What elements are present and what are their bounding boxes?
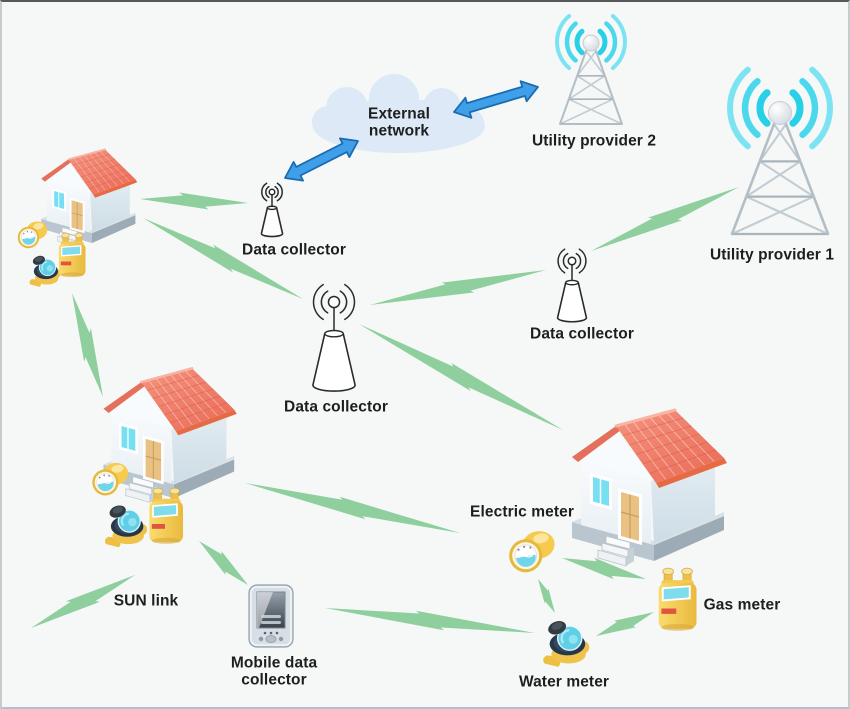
radio-wave-left xyxy=(574,28,585,56)
water-meter-icon xyxy=(104,505,148,548)
data-collector-mid-antenna-icon xyxy=(312,283,356,392)
house-icon-3 xyxy=(572,408,727,567)
radio-wave-right xyxy=(799,77,819,139)
radio-wave-left xyxy=(756,89,771,127)
sun-link-house1-data_collector_top xyxy=(140,192,248,210)
sun-link-house1-house2 xyxy=(72,293,103,397)
utility-provider-2-tower-icon xyxy=(555,14,627,125)
radio-wave-left xyxy=(564,21,578,63)
house-icon-1 xyxy=(41,148,138,247)
radio-wave-left xyxy=(727,66,751,150)
label-external-network-line1: External xyxy=(368,105,430,123)
double-arrow-external_network-data_collector_top xyxy=(284,137,359,182)
sun-link-electric_meter-gas_meter xyxy=(562,557,646,580)
radio-wave-left xyxy=(741,77,761,139)
label-mobile-data-collector-line1: Mobile data xyxy=(230,654,318,672)
water-meter-icon xyxy=(543,621,590,667)
external-network-cloud xyxy=(312,74,485,153)
radio-wave-right xyxy=(604,21,618,63)
sun-link-legend-bolt xyxy=(31,575,135,628)
sun-link-mobile_data_collector-water_meter xyxy=(325,608,535,633)
label-sun-link: SUN link xyxy=(113,592,179,610)
sun-link-house2-electric_meter xyxy=(245,483,460,533)
data-collector-right-antenna-icon xyxy=(556,248,588,323)
utility-provider-1-tower-icon xyxy=(727,66,833,236)
label-external-network-line2: network xyxy=(368,122,430,140)
radio-wave-right xyxy=(789,89,804,127)
radio-wave-left xyxy=(555,14,572,70)
gas-meter-icon xyxy=(149,487,183,544)
gas-meter-icon xyxy=(658,567,697,631)
label-data-collector-top: Data collector xyxy=(242,241,346,259)
house-icon-2 xyxy=(103,367,237,503)
electric-meter-icon xyxy=(509,531,555,573)
electric-meter-icon xyxy=(92,462,129,496)
sun-link-water_meter-gas_meter xyxy=(596,612,654,636)
gas-meter-icon xyxy=(58,232,86,278)
radio-wave-right xyxy=(809,66,833,150)
data-collector-top-antenna-icon xyxy=(260,182,284,238)
label-mobile-data-collector-line2: collector xyxy=(241,671,307,689)
label-gas-meter: Gas meter xyxy=(703,596,781,614)
electric-meter-icon xyxy=(17,221,48,249)
label-utility-provider-2: Utility provider 2 xyxy=(531,132,657,150)
radio-wave-right xyxy=(597,28,608,56)
tower-ball xyxy=(768,101,792,125)
radio-wave-right xyxy=(610,14,627,70)
sun-link-electric_meter-water_meter xyxy=(538,579,555,613)
sun-link-data_collector_right-utility_provider_1 xyxy=(591,187,739,251)
mobile-data-collector-icon xyxy=(248,584,294,648)
label-water-meter: Water meter xyxy=(518,673,610,691)
sun-link-data_collector_mid-data_collector_right xyxy=(370,270,546,305)
label-data-collector-mid: Data collector xyxy=(284,398,388,416)
sun-link-house2-mobile_data_collector xyxy=(199,541,248,585)
label-utility-provider-1: Utility provider 1 xyxy=(709,246,835,264)
double-arrow-external_network-utility_provider_2 xyxy=(453,80,539,119)
label-electric-meter: Electric meter xyxy=(470,503,574,521)
sun-link-data_collector_mid-house3 xyxy=(359,324,563,430)
tower-ball xyxy=(582,34,600,52)
label-data-collector-right: Data collector xyxy=(530,325,634,343)
sun-link-house1-data_collector_mid xyxy=(143,218,303,299)
water-meter-icon xyxy=(29,255,61,287)
